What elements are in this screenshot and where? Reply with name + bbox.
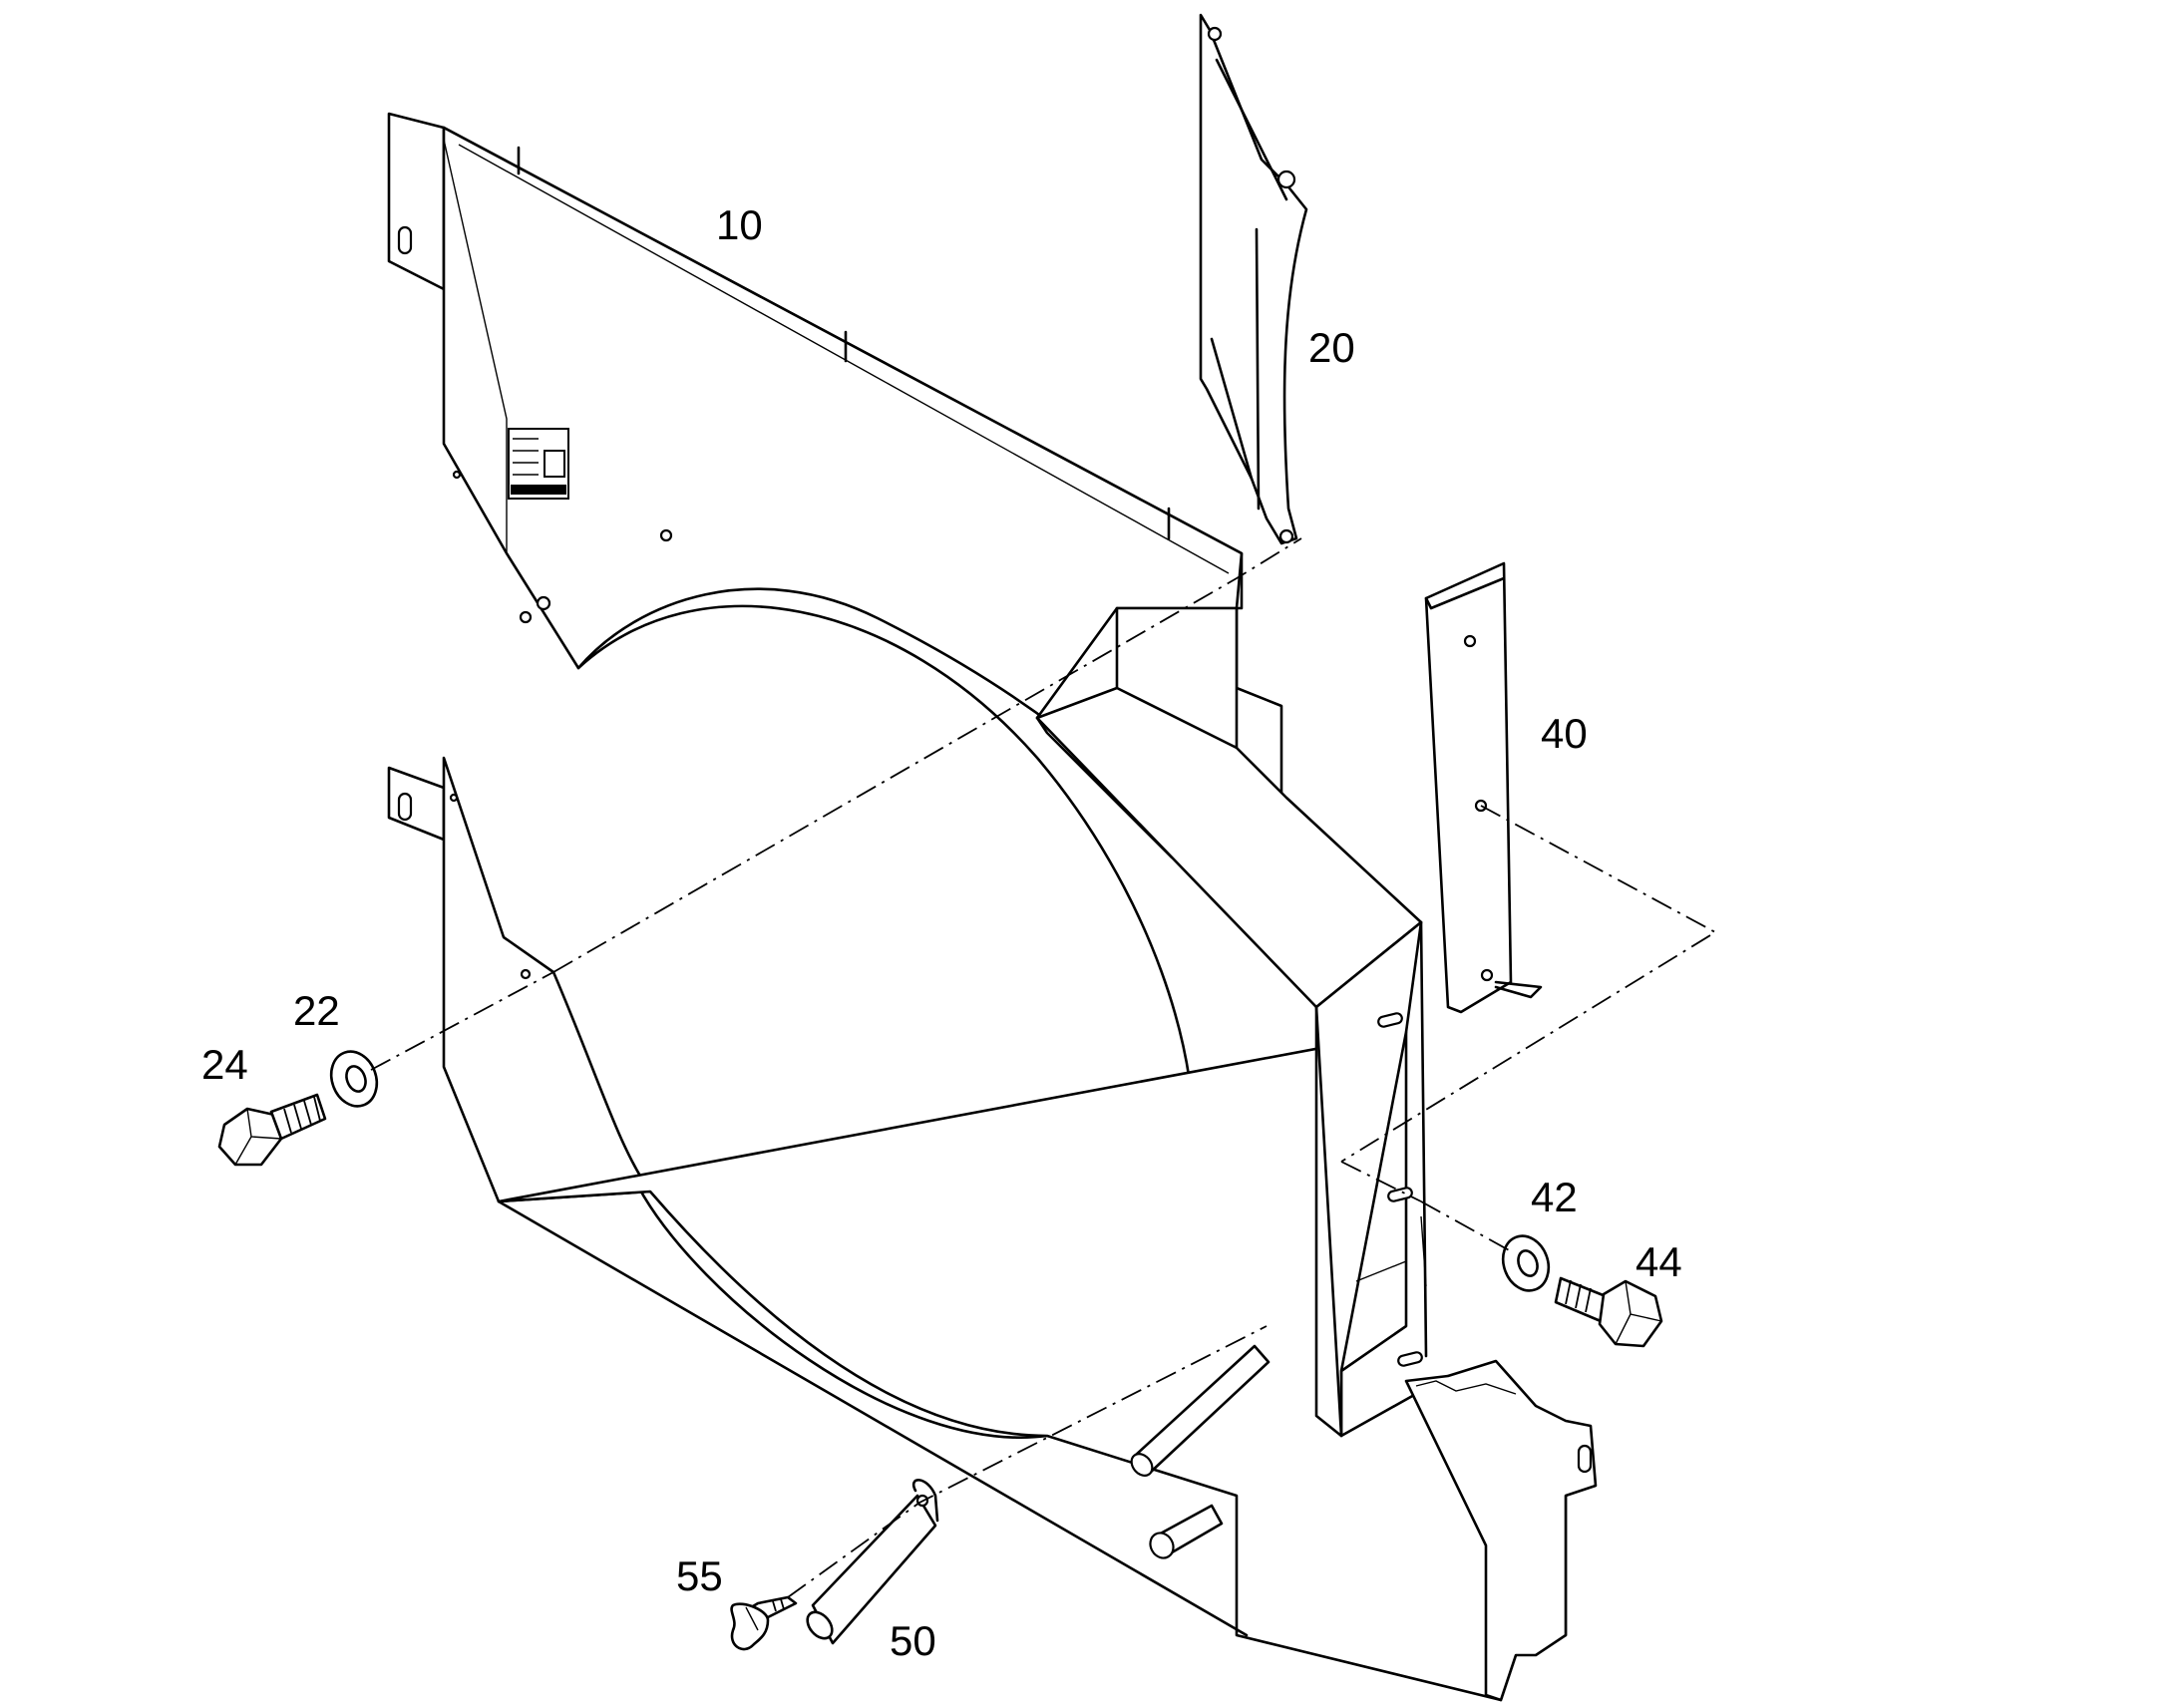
washer-part-22 xyxy=(329,1050,379,1108)
assembly-centerlines xyxy=(370,537,1717,1598)
callout-20: 20 xyxy=(1308,324,1355,371)
bolt-part-24 xyxy=(217,1093,327,1167)
callout-50: 50 xyxy=(890,1617,936,1664)
callout-44: 44 xyxy=(1635,1238,1682,1285)
knob-screw-part-55 xyxy=(730,1595,798,1651)
callout-42: 42 xyxy=(1531,1174,1578,1220)
callout-10: 10 xyxy=(716,201,763,248)
strip-bracket-part-40 xyxy=(1424,561,1543,1014)
callout-24: 24 xyxy=(201,1041,248,1088)
bolt-part-44 xyxy=(1554,1276,1663,1348)
washer-part-42 xyxy=(1501,1234,1551,1292)
callout-22: 22 xyxy=(293,987,340,1034)
fan-shroud-part-10 xyxy=(387,112,1598,1702)
label-plate xyxy=(508,428,569,500)
side-baffle-part-20 xyxy=(1199,13,1308,545)
callout-labels: 10 20 22 24 40 42 44 50 55 xyxy=(201,201,1682,1664)
callout-55: 55 xyxy=(676,1552,723,1599)
callout-40: 40 xyxy=(1541,710,1588,757)
